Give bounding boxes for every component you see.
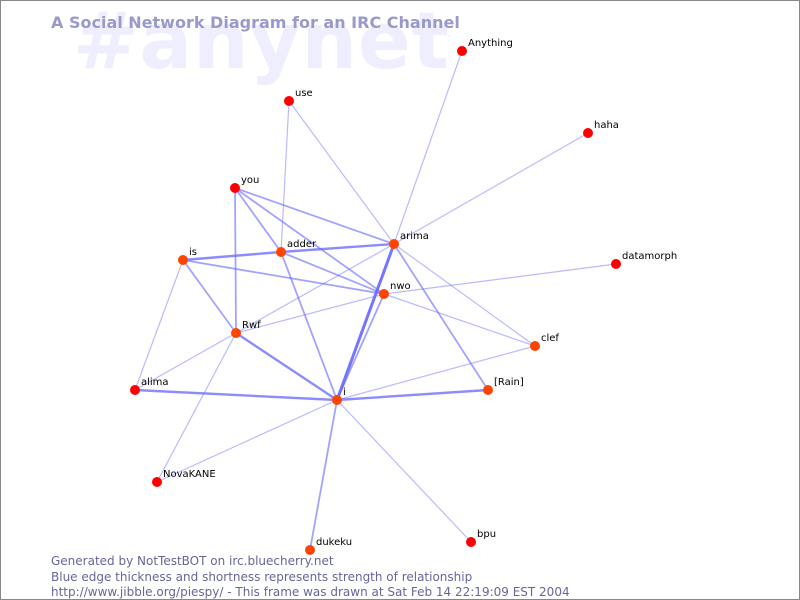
node-is: is bbox=[178, 247, 197, 265]
node-dot bbox=[230, 183, 240, 193]
node-label: you bbox=[241, 175, 259, 186]
node-dukeku: dukeku bbox=[305, 537, 352, 555]
node-i: i bbox=[332, 387, 346, 405]
node-label: Rwf bbox=[242, 320, 261, 331]
node-dot bbox=[284, 96, 294, 106]
node-bpu: bpu bbox=[466, 529, 496, 547]
node-novakane: NovaKANE bbox=[152, 469, 216, 487]
diagram-title: A Social Network Diagram for an IRC Chan… bbox=[51, 13, 460, 32]
node-you: you bbox=[230, 175, 259, 193]
node-label: is bbox=[189, 247, 197, 258]
node-dot bbox=[178, 255, 188, 265]
node-dot bbox=[231, 328, 241, 338]
node-dot bbox=[530, 341, 540, 351]
node-label: i bbox=[343, 387, 346, 398]
node-datamorph: datamorph bbox=[611, 251, 677, 269]
edge-i-bpu bbox=[336, 399, 472, 543]
node-clef: clef bbox=[530, 333, 559, 351]
nodes-layer: Anything use haha you arima adder is datamorph n… bbox=[130, 38, 677, 555]
node-label: Anything bbox=[468, 38, 513, 49]
node-dot bbox=[130, 385, 140, 395]
node-label: [Rain] bbox=[494, 377, 524, 388]
footer-link-timestamp: http://www.jibble.org/piespy/ - This fra… bbox=[51, 585, 570, 599]
edge-is-nwo bbox=[182, 259, 385, 295]
edge-i-dukeku bbox=[309, 399, 338, 551]
edge-rwf-i bbox=[235, 332, 338, 401]
node-dot bbox=[379, 289, 389, 299]
edges-layer bbox=[134, 50, 617, 551]
edge-nwo-clef bbox=[383, 293, 536, 347]
edge-arima-i bbox=[335, 243, 396, 401]
edge-i-clef bbox=[336, 345, 536, 401]
edge-arima-clef bbox=[393, 243, 536, 347]
edge-you-adder bbox=[234, 187, 282, 253]
node-dot bbox=[332, 395, 342, 405]
edge-you-rwf bbox=[234, 187, 237, 334]
node-dot bbox=[389, 239, 399, 249]
node-label: clef bbox=[541, 333, 559, 344]
node-label: nwo bbox=[390, 281, 411, 292]
node-label: arima bbox=[400, 231, 429, 242]
edge-haha-arima bbox=[393, 132, 589, 245]
node-use: use bbox=[284, 88, 313, 106]
edge-rwf-nwo bbox=[235, 293, 385, 334]
edge-is-alima bbox=[134, 259, 184, 391]
node-anything: Anything bbox=[457, 38, 513, 56]
node-label: alima bbox=[141, 377, 169, 388]
node-alima: alima bbox=[130, 377, 169, 395]
edge-is-rwf bbox=[182, 259, 237, 334]
edge-nwo-i bbox=[336, 293, 385, 401]
node-label: bpu bbox=[477, 529, 496, 540]
node-adder: adder bbox=[276, 239, 317, 257]
edge-you-arima bbox=[234, 187, 395, 245]
node-dot bbox=[276, 247, 286, 257]
footer-generated-by: Generated by NotTestBOT on irc.bluecherr… bbox=[51, 554, 334, 568]
edge-adder-i bbox=[280, 251, 338, 401]
node-label: use bbox=[295, 88, 313, 99]
node-dot bbox=[483, 385, 493, 395]
node-haha: haha bbox=[583, 120, 619, 138]
node-rain: [Rain] bbox=[483, 377, 524, 395]
node-rwf: Rwf bbox=[231, 320, 261, 338]
node-dot bbox=[583, 128, 593, 138]
node-label: adder bbox=[287, 239, 317, 250]
node-nwo: nwo bbox=[379, 281, 411, 299]
node-label: haha bbox=[594, 120, 619, 131]
node-dot bbox=[305, 545, 315, 555]
edge-i-rain bbox=[336, 388, 489, 402]
footer-legend: Blue edge thickness and shortness repres… bbox=[51, 570, 473, 584]
node-dot bbox=[466, 537, 476, 547]
edge-adder-nwo bbox=[280, 251, 385, 295]
edge-use-arima bbox=[288, 100, 395, 245]
edge-use-adder bbox=[280, 100, 290, 253]
edge-i-novakane bbox=[156, 399, 338, 483]
edge-you-nwo bbox=[234, 187, 385, 295]
node-arima: arima bbox=[389, 231, 429, 249]
edge-is-adder bbox=[182, 250, 282, 262]
node-dot bbox=[152, 477, 162, 487]
edge-alima-i bbox=[134, 388, 338, 402]
node-label: dukeku bbox=[316, 537, 352, 548]
node-dot bbox=[457, 46, 467, 56]
edge-adder-arima bbox=[280, 242, 395, 254]
edge-rwf-arima bbox=[235, 243, 395, 334]
edge-arima-rain bbox=[393, 243, 489, 391]
edge-anything-arima bbox=[393, 50, 463, 245]
node-label: datamorph bbox=[622, 251, 677, 262]
edge-rwf-alima bbox=[134, 332, 237, 391]
node-label: NovaKANE bbox=[163, 469, 216, 480]
edge-rwf-novakane bbox=[156, 332, 237, 483]
edge-nwo-datamorph bbox=[383, 263, 617, 295]
node-dot bbox=[611, 259, 621, 269]
channel-watermark: #anynet bbox=[73, 0, 451, 87]
